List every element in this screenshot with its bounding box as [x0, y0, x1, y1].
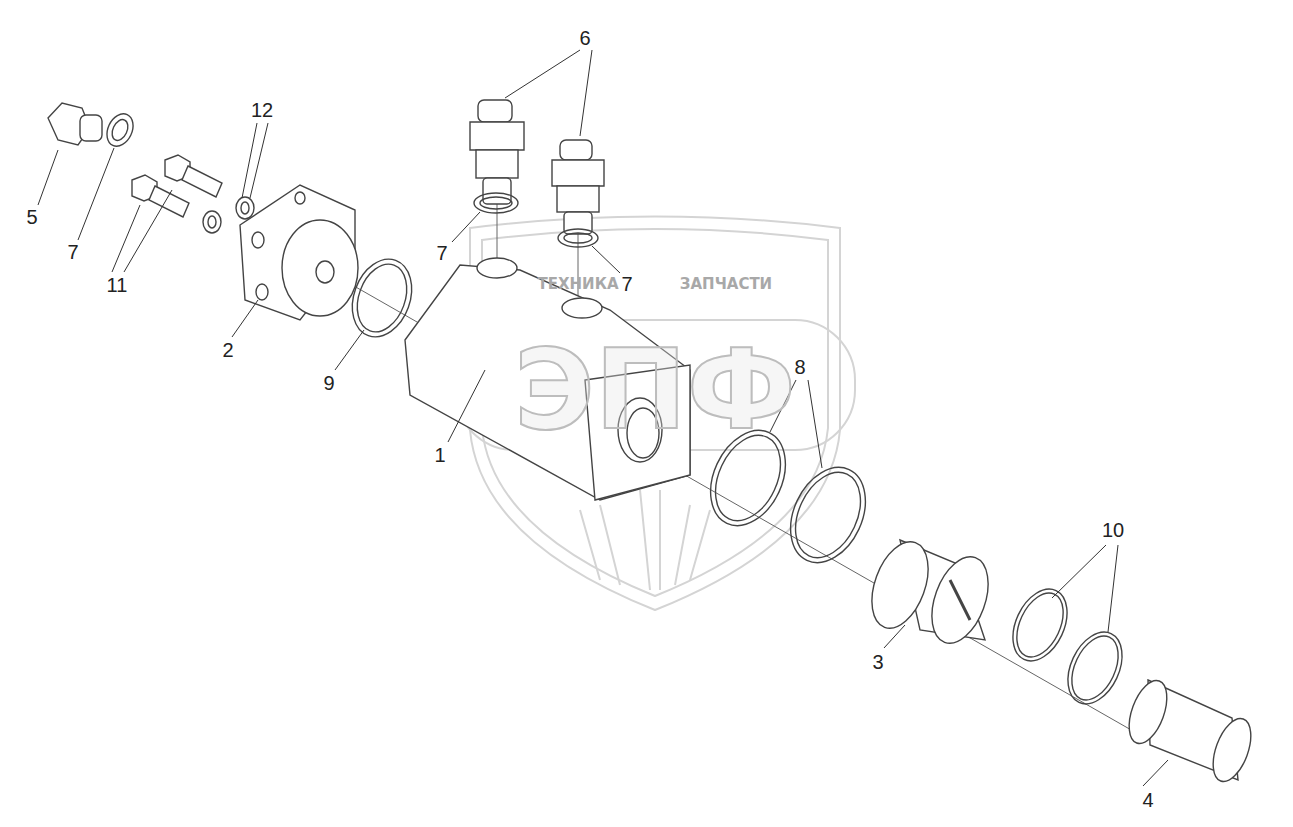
callout-number: 7: [65, 241, 80, 263]
callout-number: 3: [870, 651, 885, 673]
callout-number: 7: [619, 273, 634, 295]
watermark-logo: ЭПФ: [514, 335, 796, 445]
callout-number: 7: [434, 242, 449, 264]
callout-number: 5: [24, 206, 39, 228]
callout-number: 11: [105, 274, 130, 296]
callout-number: 9: [321, 372, 336, 394]
watermark-text: ТЕХНИКА: [537, 277, 618, 292]
callout-number: 6: [577, 27, 592, 49]
fitting: [470, 100, 604, 234]
callout-number: 2: [220, 339, 235, 361]
callout-number: 12: [249, 99, 275, 121]
callout-number: 4: [1140, 789, 1155, 811]
callout-number: 10: [1100, 519, 1126, 541]
callout-number: 1: [432, 444, 447, 466]
watermark-text: ЗАПЧАСТИ: [680, 277, 772, 292]
leader-lines: [38, 50, 1168, 786]
